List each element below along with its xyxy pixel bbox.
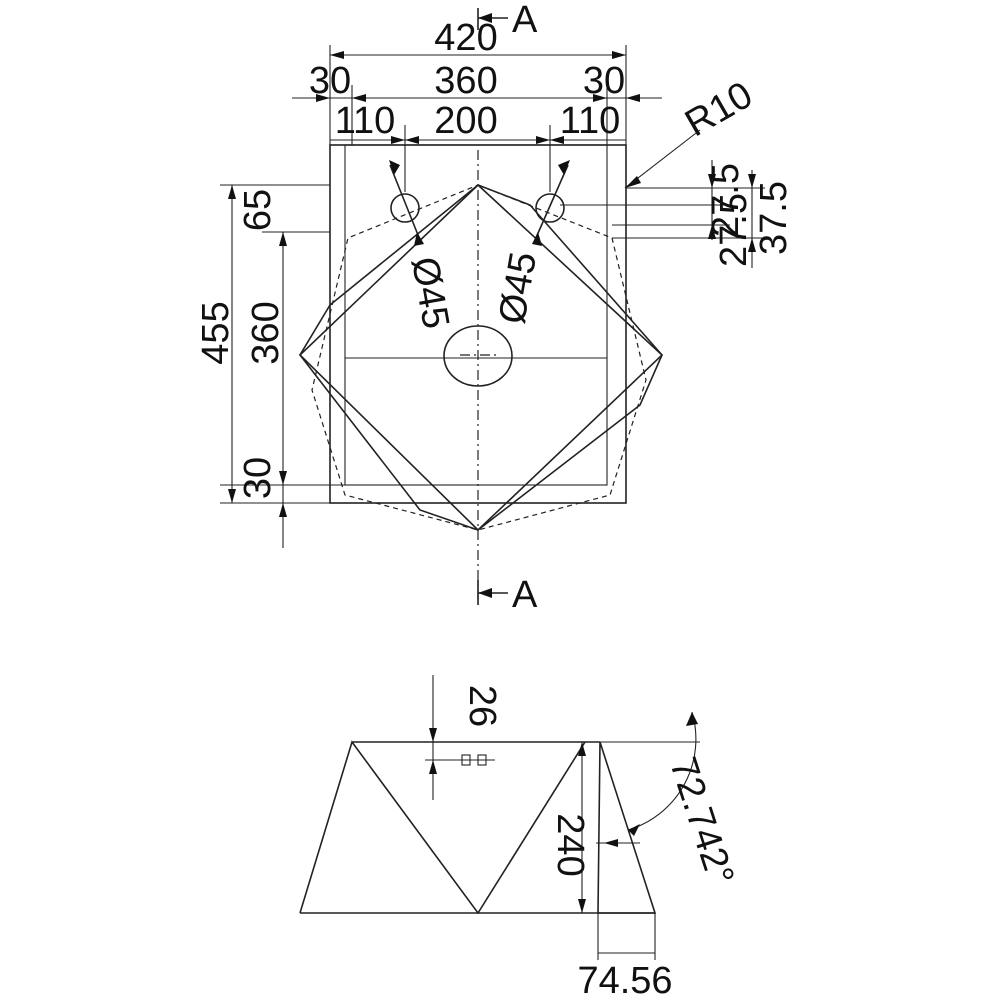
dim-total-depth: 455	[195, 301, 237, 364]
tap-hole-right	[535, 193, 565, 223]
section-mark-bottom: A	[512, 574, 538, 616]
dim-top-offset-c: 37.5	[753, 181, 795, 255]
dim-bottom-rim: 30	[237, 457, 279, 499]
tap-hole-left	[390, 193, 420, 223]
angle-arc	[627, 711, 697, 831]
dim-right-hole-offset: 110	[560, 100, 621, 142]
dim-right-margin: 30	[583, 60, 625, 102]
hole-leader-left	[389, 164, 421, 241]
section-view: 26 240 72.742° 74.56	[299, 675, 742, 1000]
dim-hole-spacing: 200	[434, 100, 497, 142]
dim-radius: R10	[678, 74, 759, 145]
octagon-dashed	[311, 184, 647, 531]
dim-top-rim: 65	[237, 189, 279, 231]
dim-hole-right: Ø45	[491, 249, 545, 327]
section-outline	[299, 740, 586, 915]
dim-total-width: 420	[434, 17, 497, 59]
drain-hole	[443, 325, 513, 387]
section-mark-top: A	[512, 0, 538, 41]
dim-section-top: 26	[461, 685, 503, 727]
overflow-icon	[455, 754, 495, 766]
dim-inner-width: 360	[434, 60, 497, 102]
dim-section-height: 240	[549, 813, 591, 876]
dim-section-angle: 72.742°	[661, 752, 742, 890]
dim-inner-depth: 360	[245, 301, 287, 364]
dim-section-bottom: 74.56	[577, 960, 672, 1000]
section-right-wall	[597, 741, 657, 914]
dim-hole-left: Ø45	[403, 254, 457, 332]
inner-outline	[344, 144, 608, 486]
plan-view: 420 30 360 30 110 200 110 A A R10	[195, 0, 795, 616]
dim-left-margin: 30	[309, 60, 351, 102]
dim-left-hole-offset: 110	[335, 100, 396, 142]
hole-leader-right	[534, 164, 569, 241]
dim-top-offset-a: 27.5	[705, 163, 747, 237]
dim-top-offset-b: 27.5	[713, 193, 755, 267]
